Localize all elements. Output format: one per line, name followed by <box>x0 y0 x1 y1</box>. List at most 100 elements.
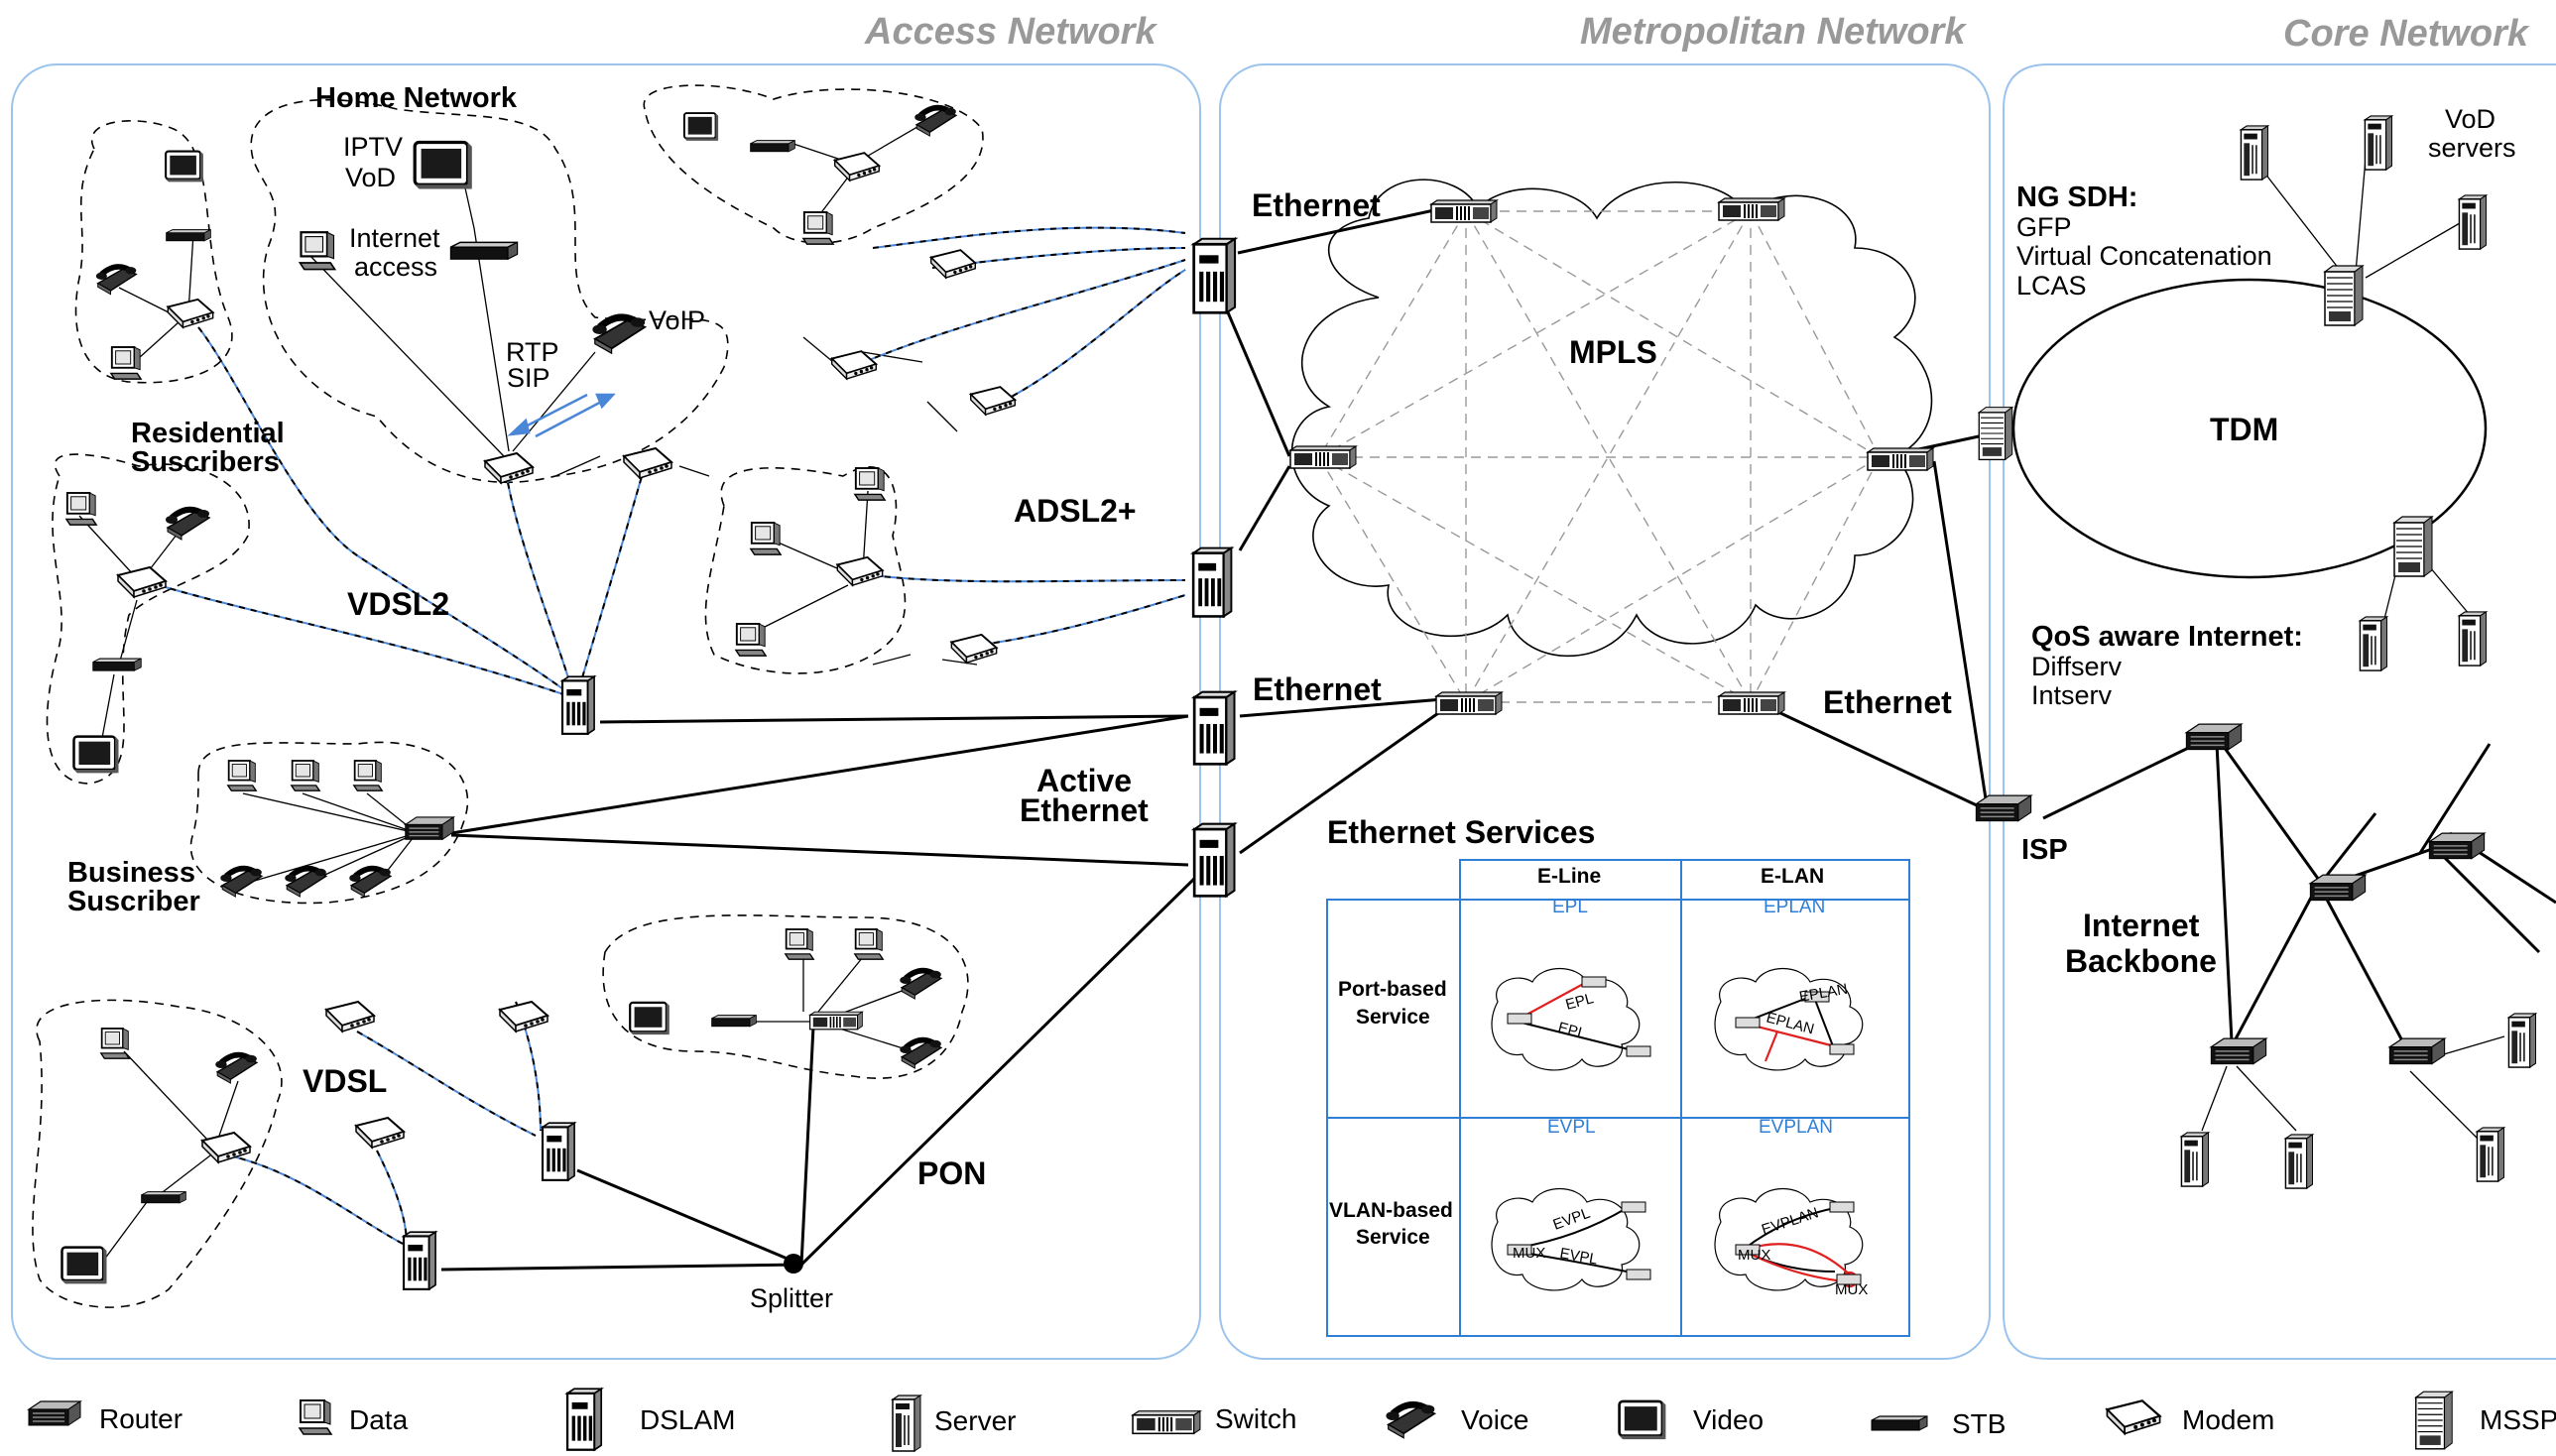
video-tv-icon <box>629 1001 670 1036</box>
switch-icon <box>1429 198 1499 224</box>
epl-path-label: EPL <box>1556 1019 1588 1042</box>
metro-network-title: Metropolitan Network <box>1580 11 1967 53</box>
residential-label: Residential <box>131 418 285 449</box>
vod-label: VoD <box>345 163 396 192</box>
residential-label-2: Suscribers <box>131 446 280 478</box>
dslam-icon <box>1192 690 1236 766</box>
dslam-icon <box>402 1231 437 1290</box>
splitter-node <box>784 1254 803 1274</box>
business-label: Business <box>67 857 195 889</box>
switch-icon <box>1434 690 1504 716</box>
server-icon <box>2359 616 2388 671</box>
qos-title: QoS aware Internet: <box>2031 621 2303 653</box>
mux-label: MUX <box>1738 1247 1770 1264</box>
video-tv-icon <box>1618 1399 1667 1441</box>
dslam-icon <box>541 1122 576 1181</box>
switch-icon <box>808 1011 864 1031</box>
internet-backbone-label: Internet <box>2083 908 2200 943</box>
router-icon <box>2210 1037 2267 1065</box>
video-tv-icon <box>682 112 720 142</box>
stb-icon <box>166 229 211 242</box>
voice-phone-icon <box>349 869 391 897</box>
data-terminal-icon <box>109 346 143 381</box>
legend-label: Voice <box>1461 1404 1529 1435</box>
row-port-label: Port-based <box>1338 978 1447 1001</box>
server-icon <box>2507 1013 2537 1068</box>
intserv-label: Intserv <box>2031 680 2113 710</box>
mssp-icon <box>2393 516 2433 577</box>
ethernet-right-label: Ethernet <box>1823 684 1952 720</box>
legend-label: MSSP <box>2480 1404 2556 1435</box>
access-network-title: Access Network <box>864 11 1157 53</box>
data-terminal-icon <box>853 467 887 502</box>
row-vlan-label-2: Service <box>1356 1226 1430 1249</box>
legend-label: STB <box>1952 1408 2006 1439</box>
dsl-lines <box>158 226 1186 1246</box>
home-pc-icon <box>299 231 336 271</box>
data-terminal-icon <box>801 211 835 246</box>
video-tv-icon <box>165 150 204 183</box>
modem-icon <box>2106 1399 2161 1435</box>
voice-phone-icon <box>900 971 941 999</box>
legend-label: Modem <box>2182 1404 2274 1435</box>
voice-phone-icon <box>96 267 136 295</box>
modem-icon <box>836 555 884 587</box>
internet-backbone-label-2: Backbone <box>2065 943 2217 979</box>
adsl2-label: ADSL2+ <box>1014 493 1137 529</box>
legend-label: Router <box>99 1403 183 1434</box>
switch-icon <box>1131 1409 1202 1435</box>
voice-phone-icon <box>215 1055 257 1083</box>
iptv-tv-icon <box>413 140 474 191</box>
voice-phone-icon <box>900 1040 941 1068</box>
video-tv-icon <box>61 1246 108 1285</box>
data-terminal-icon <box>290 760 321 792</box>
voice-phone-icon <box>1386 1404 1434 1438</box>
modem-icon <box>623 447 672 479</box>
mssp-icon <box>2324 265 2364 326</box>
dslam-icon <box>1191 546 1233 618</box>
stb-icon <box>750 140 795 153</box>
data-terminal-icon <box>99 1028 131 1060</box>
diagram-labels: Home Network IPTV VoD Internet access RT… <box>67 82 2516 1313</box>
switch-icon <box>1866 446 1935 472</box>
ngsdh-title: NG SDH: <box>2016 182 2137 213</box>
vdsl-label: VDSL <box>303 1063 387 1099</box>
voip-phone-icon <box>592 317 645 353</box>
modem-icon <box>950 633 998 665</box>
router-icon <box>405 816 454 841</box>
data-terminal-icon <box>226 760 258 792</box>
eplan-cell-title: EPLAN <box>1764 897 1825 917</box>
modem-icon <box>499 1001 548 1032</box>
legend: Router Data DSLAM Server Switch Voice Vi… <box>28 1388 2556 1452</box>
dslam-icon <box>560 675 596 735</box>
mssp-icon <box>1978 406 2013 461</box>
server-icon <box>892 1395 921 1452</box>
voice-phone-icon <box>220 869 262 897</box>
stb-icon <box>92 658 142 671</box>
vdsl2-label: VDSL2 <box>347 586 449 622</box>
router-icon <box>2428 832 2486 860</box>
vod-servers-label: VoD <box>2445 104 2495 134</box>
stb-icon <box>141 1191 186 1204</box>
vod-servers-label-2: servers <box>2428 133 2516 163</box>
lcas-label: LCAS <box>2016 271 2087 301</box>
data-terminal-icon <box>734 623 768 658</box>
switch-icon <box>1717 196 1786 222</box>
data-terminal-icon <box>853 928 885 961</box>
mux-label: MUX <box>1835 1281 1868 1298</box>
mpls-cloud <box>1290 179 1933 658</box>
evpl-cell-title: EVPL <box>1547 1117 1596 1138</box>
customer-group-outlines <box>32 84 984 1308</box>
modem-icon <box>117 566 167 598</box>
ethernet-mid-label: Ethernet <box>1253 671 1382 707</box>
legend-label: Server <box>934 1405 1016 1436</box>
server-icon <box>2364 115 2393 171</box>
router-icon <box>2388 1037 2446 1065</box>
mpls-label: MPLS <box>1569 334 1657 370</box>
modem-icon <box>325 1001 375 1032</box>
voice-phone-icon <box>914 108 956 136</box>
mssp-icon <box>2415 1391 2453 1450</box>
legend-label: DSLAM <box>640 1404 735 1435</box>
data-terminal-icon <box>784 928 815 961</box>
modem-icon <box>355 1117 405 1149</box>
